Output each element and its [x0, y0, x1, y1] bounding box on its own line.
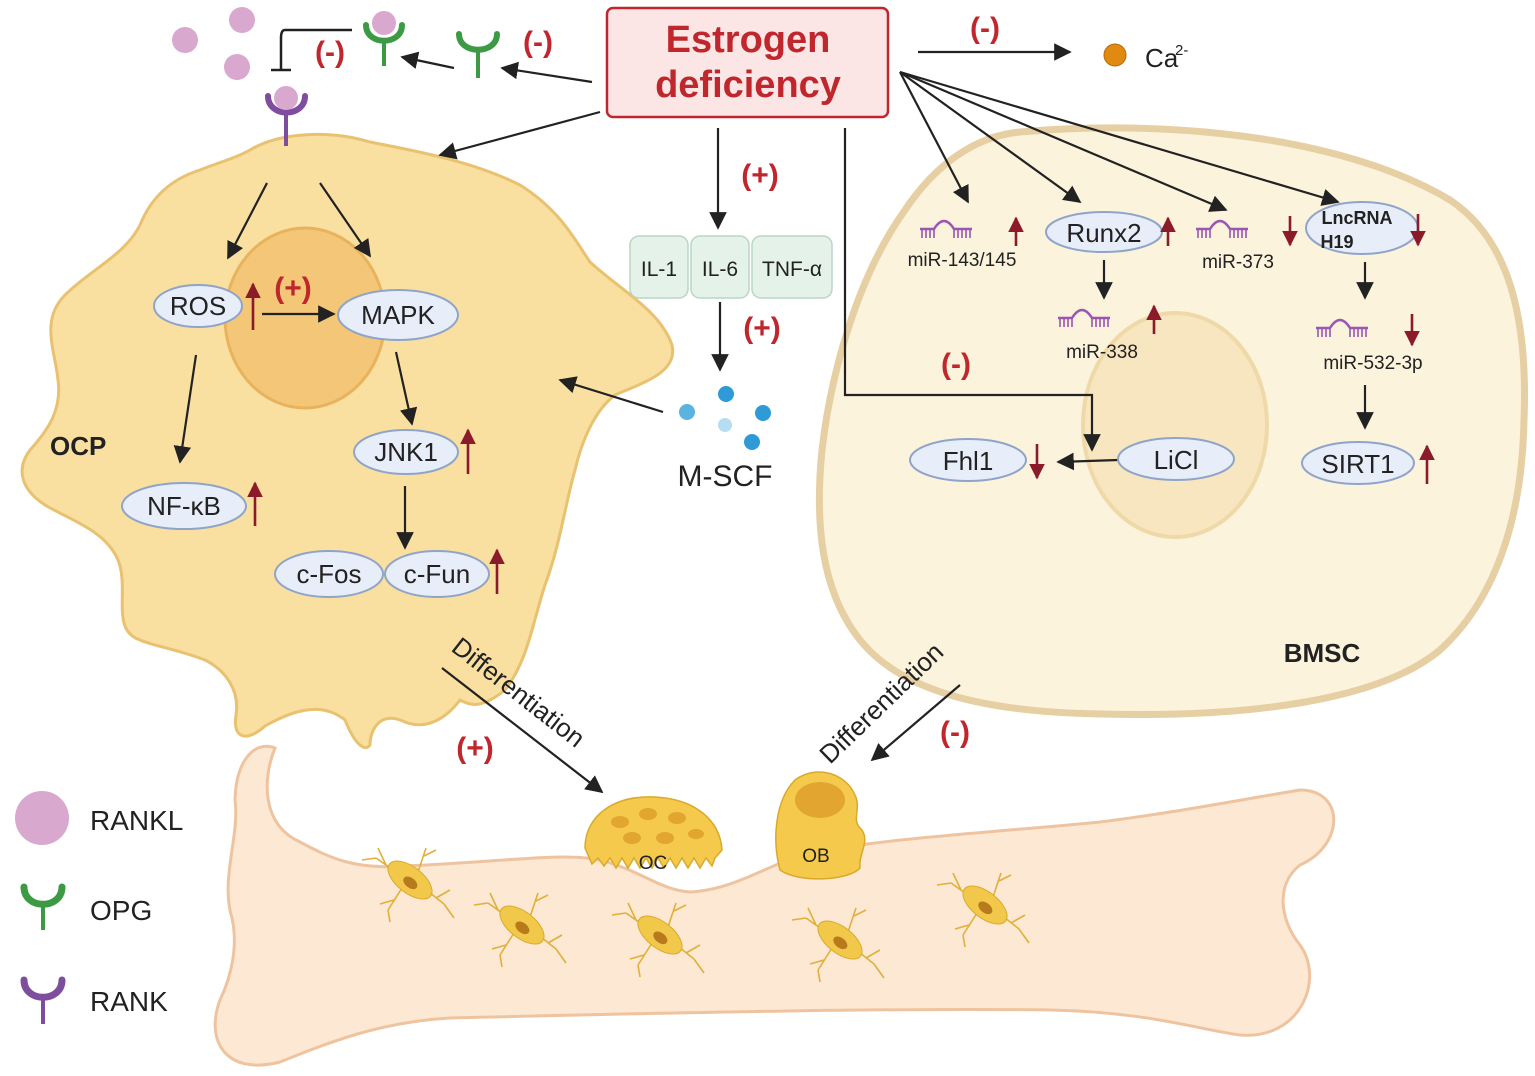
arrow-bmsc-to-ob [870, 684, 961, 762]
tnf-label: TNF-α [762, 258, 822, 281]
rank-receptor-bound [265, 86, 308, 146]
oc-label: OC [639, 853, 668, 874]
ros-label: ROS [170, 291, 226, 321]
il1-box [629, 235, 689, 299]
sign-opg-inhibit: (-) [315, 36, 345, 69]
title-line-2: deficiency [655, 64, 841, 106]
calcium-symbol: Ca [1145, 43, 1179, 73]
lncrna-label-2: H19 [1320, 232, 1353, 252]
rankl-ligand-icon [15, 791, 69, 845]
sign-calcium: (-) [970, 12, 1000, 45]
ocp-arrows [173, 51, 664, 550]
sign-oc-differentiation: (+) [456, 732, 494, 765]
calcium-icon [1103, 43, 1127, 67]
opg-receptor-free [456, 31, 500, 78]
fhl1-node [909, 438, 1027, 482]
licl-node [1117, 437, 1235, 481]
opg-inhibition-line [271, 28, 352, 72]
nfkb-label: NF-κB [147, 491, 221, 521]
bmsc-label: BMSC [1284, 638, 1361, 668]
legend-rank-label: RANK [90, 986, 168, 1017]
ob-label: OB [802, 846, 829, 867]
jnk1-node [353, 429, 459, 475]
sign-ob-differentiation: (-) [940, 716, 970, 749]
rankl-ligand-3 [224, 54, 250, 80]
estrogen-deficiency-box [605, 6, 890, 119]
cfos-label: c-Fos [297, 559, 362, 589]
sign-opg-increase: (-) [523, 26, 553, 59]
tnf-box [751, 235, 833, 299]
mir373-label: miR-373 [1202, 252, 1274, 273]
mir143-label: miR-143/145 [908, 250, 1017, 271]
rank-receptor-icon [20, 976, 66, 1024]
rankl-ligand-2 [229, 7, 255, 33]
cfun-node [384, 550, 490, 598]
msf-label: M-SCF [678, 460, 773, 493]
legend-opg-label: OPG [90, 895, 152, 926]
opg-receptor-icon [20, 883, 66, 930]
bmsc-nucleus [1081, 311, 1269, 539]
legend-rankl-label: RANKL [90, 805, 183, 836]
licl-label: LiCl [1154, 445, 1199, 475]
title-line-1: Estrogen [666, 19, 831, 61]
msf-molecules-icon [679, 386, 771, 450]
sirt1-label: SIRT1 [1321, 449, 1394, 479]
ocp-up-arrows [245, 282, 505, 594]
bone-shape [213, 744, 1336, 1067]
legend: RANKL OPG RANK [15, 791, 183, 1024]
il6-label: IL-6 [702, 258, 738, 281]
bmsc-inner-arrows [1056, 260, 1374, 471]
sign-cytokines: (+) [741, 159, 779, 192]
arrow-ocp-to-oc [441, 667, 604, 794]
nfkb-node [121, 482, 247, 530]
jnk1-label: JNK1 [374, 437, 438, 467]
sign-ros-mapk: (+) [274, 272, 312, 305]
il1-label: IL-1 [641, 258, 677, 281]
mir532-label: miR-532-3p [1323, 353, 1422, 374]
sign-msf: (+) [743, 312, 781, 345]
ocp-label: OCP [50, 431, 106, 461]
ros-node [153, 284, 243, 328]
mapk-label: MAPK [361, 300, 435, 330]
ocp-cell-membrane [20, 132, 675, 750]
arrow-to-licl [843, 128, 1101, 452]
mir338-label: miR-338 [1066, 342, 1138, 363]
bmsc-fan-arrows [899, 70, 1340, 212]
bmsc-up-down-arrows [1008, 214, 1435, 484]
osteoclast-cell [584, 796, 723, 870]
sign-licl: (-) [941, 348, 971, 381]
cfun-label: c-Fun [404, 559, 470, 589]
sirt1-node [1301, 441, 1415, 485]
rankl-ligand-1 [172, 27, 198, 53]
fhl1-label: Fhl1 [943, 446, 994, 476]
osteoblast-cell [775, 771, 866, 880]
il6-box [690, 235, 750, 299]
mapk-node [337, 289, 459, 341]
lncrna-label-1: LncRNA [1322, 208, 1393, 228]
runx2-label: Runx2 [1066, 218, 1141, 248]
opg-receptor-bound [363, 11, 405, 66]
cfos-node [274, 550, 384, 598]
calcium-charge: 2- [1175, 42, 1188, 59]
